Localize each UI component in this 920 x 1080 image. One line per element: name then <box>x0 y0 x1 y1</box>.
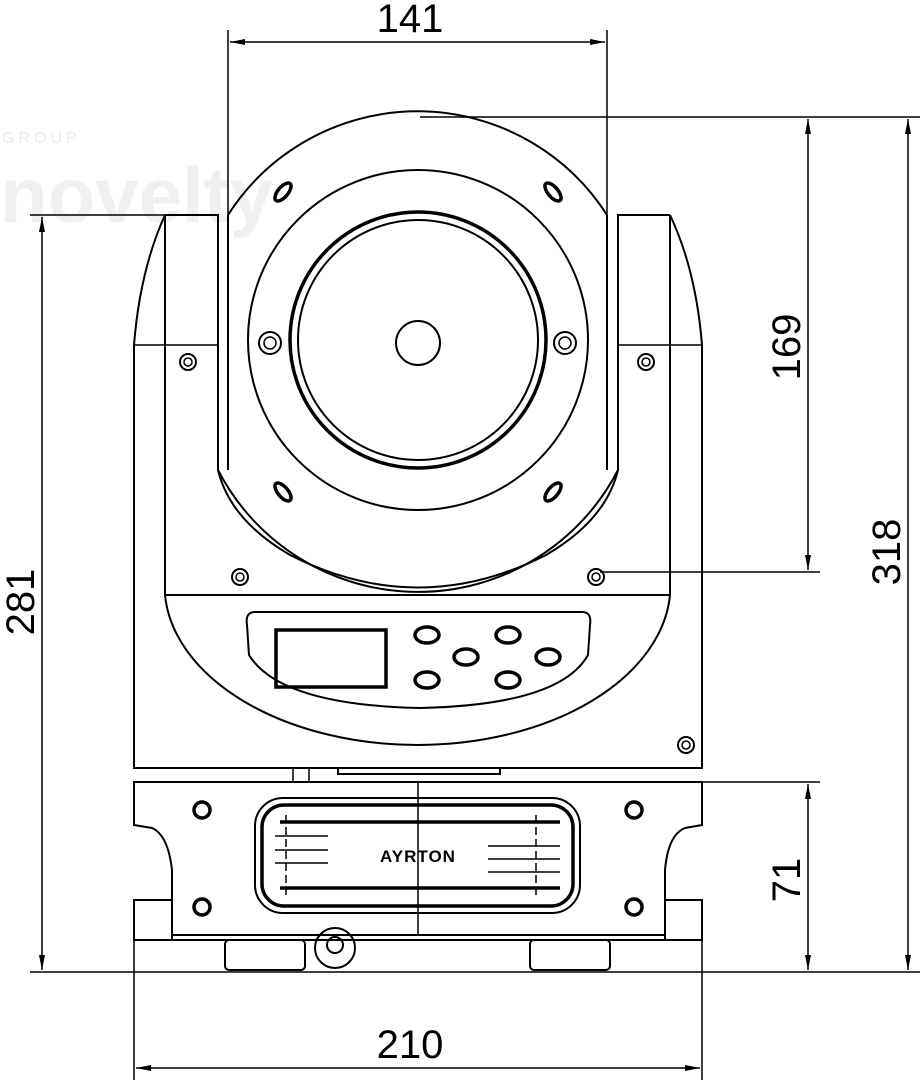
panel-button <box>494 625 522 645</box>
lens-center <box>395 320 441 366</box>
panel-button <box>413 670 441 690</box>
moving-head <box>217 110 619 593</box>
panel-button <box>494 670 522 690</box>
dimension-281: 281 <box>0 569 43 636</box>
dimension-141: 141 <box>377 0 444 41</box>
ayrton-logo: AYRTON <box>380 847 456 866</box>
base: AYRTON <box>133 767 703 971</box>
panel-button <box>452 647 480 667</box>
yoke-body <box>133 214 703 769</box>
watermark-group: GROUP <box>2 130 81 147</box>
dimension-210: 210 <box>377 1023 444 1067</box>
control-panel <box>245 611 592 710</box>
panel-button <box>413 625 441 645</box>
dimension-318: 318 <box>865 519 909 586</box>
dimension-169: 169 <box>765 314 809 381</box>
display-screen <box>274 628 388 689</box>
watermark-brand: novelty <box>0 151 273 239</box>
panel-button <box>534 647 562 667</box>
dimension-71: 71 <box>765 858 809 903</box>
